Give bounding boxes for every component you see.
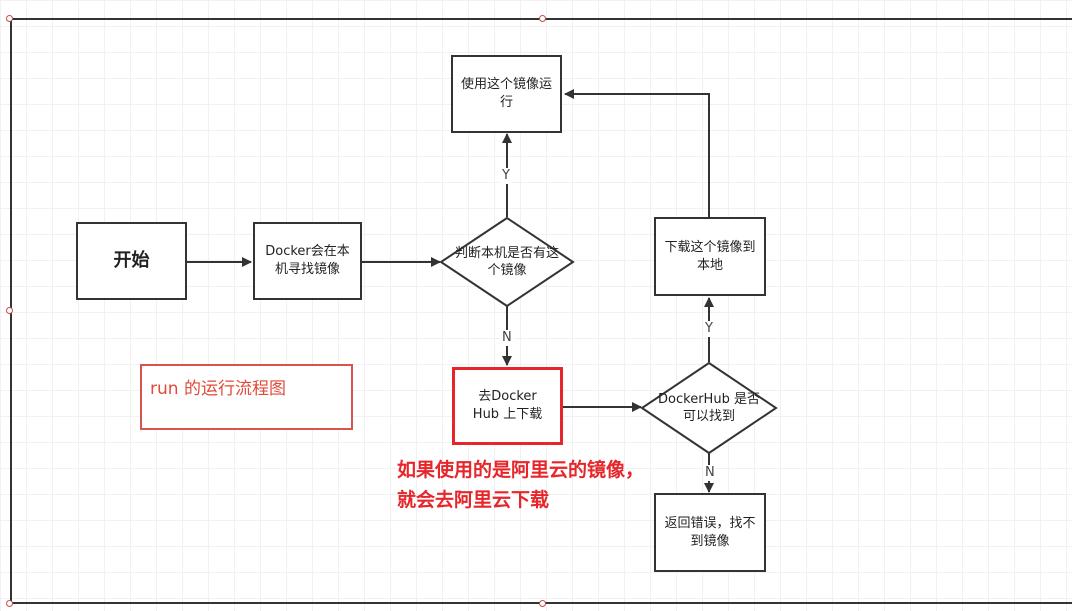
resize-handle-bottom-left[interactable] (6, 600, 13, 607)
annotation-text[interactable]: 如果使用的是阿里云的镜像，就会去阿里云下载 (397, 459, 645, 511)
node-docker-local-search-label: Docker会在本机寻找镜像 (265, 244, 350, 277)
node-start-label: 开始 (113, 250, 150, 271)
node-go-dockerhub[interactable]: 去Docker Hub 上下载 (452, 367, 563, 445)
resize-handle-top-center[interactable] (539, 15, 546, 22)
node-run-image[interactable]: 使用这个镜像运行 (451, 55, 562, 133)
node-download-local-label: 下载这个镜像到本地 (664, 239, 756, 273)
resize-handle-middle-left[interactable] (6, 307, 13, 314)
edge-label-yes-local: Y (500, 168, 512, 184)
edge-label-no-local: N (500, 330, 514, 346)
edge-label-no-hub: N (703, 465, 717, 481)
resize-handle-top-left[interactable] (6, 15, 13, 22)
node-docker-local-search[interactable]: Docker会在本机寻找镜像 (253, 222, 362, 300)
edge-download-to-run[interactable] (564, 89, 710, 217)
decision-hub[interactable]: DockerHub 是否可以找到 (657, 386, 761, 430)
decision-hub-shape[interactable] (640, 361, 778, 455)
decision-local-shape[interactable] (439, 216, 575, 308)
note-text: run 的运行流程图 (150, 379, 286, 399)
edge-label-yes-hub: Y (703, 321, 715, 337)
resize-handle-bottom-center[interactable] (539, 600, 546, 607)
node-go-dockerhub-label: 去Docker Hub 上下载 (472, 389, 543, 422)
node-start[interactable]: 开始 (76, 222, 187, 300)
node-run-image-label: 使用这个镜像运行 (461, 77, 553, 110)
note-box[interactable]: run 的运行流程图 (140, 364, 353, 430)
decision-local[interactable]: 判断本机是否有这个镜像 (452, 240, 562, 284)
decision-hub-label: DockerHub 是否可以找到 (658, 392, 760, 424)
decision-local-label: 判断本机是否有这个镜像 (454, 246, 559, 278)
node-return-error[interactable]: 返回错误，找不到镜像 (654, 493, 766, 572)
node-return-error-label: 返回错误，找不到镜像 (664, 515, 756, 549)
node-download-local[interactable]: 下载这个镜像到本地 (654, 217, 766, 296)
